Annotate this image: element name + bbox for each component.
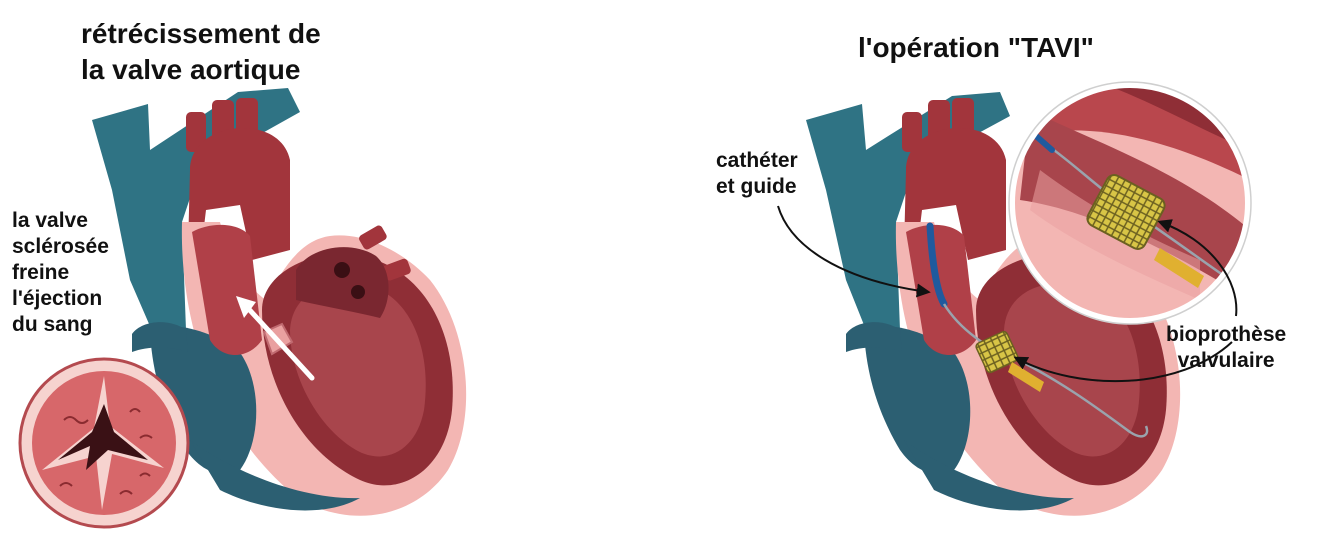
bioprosthesis-label-line-2: valvulaire (1166, 348, 1286, 374)
bioprosthesis-label-line-1: bioprothèse (1166, 322, 1286, 348)
valve-annotation-line-3: freine (12, 260, 109, 286)
valve-annotation-line-4: l'éjection (12, 286, 109, 312)
left-title: rétrécissement de la valve aortique (81, 16, 321, 88)
catheter-label: cathéter et guide (716, 148, 798, 200)
left-vein-opening-2 (351, 285, 365, 299)
right-title: l'opération "TAVI" (858, 30, 1094, 66)
valve-detail-illustration (20, 359, 188, 527)
catheter-label-line-2: et guide (716, 174, 798, 200)
valve-annotation-line-1: la valve (12, 208, 109, 234)
catheter-label-line-1: cathéter (716, 148, 798, 174)
valve-annotation-line-5: du sang (12, 312, 109, 338)
bioprosthesis-label: bioprothèse valvulaire (1166, 322, 1286, 374)
valve-annotation-line-2: sclérosée (12, 234, 109, 260)
left-vein-opening-1 (334, 262, 350, 278)
zoom-detail-illustration (1009, 82, 1251, 324)
left-title-line-2: la valve aortique (81, 52, 321, 88)
valve-annotation: la valve sclérosée freine l'éjection du … (12, 208, 109, 338)
left-title-line-1: rétrécissement de (81, 16, 321, 52)
